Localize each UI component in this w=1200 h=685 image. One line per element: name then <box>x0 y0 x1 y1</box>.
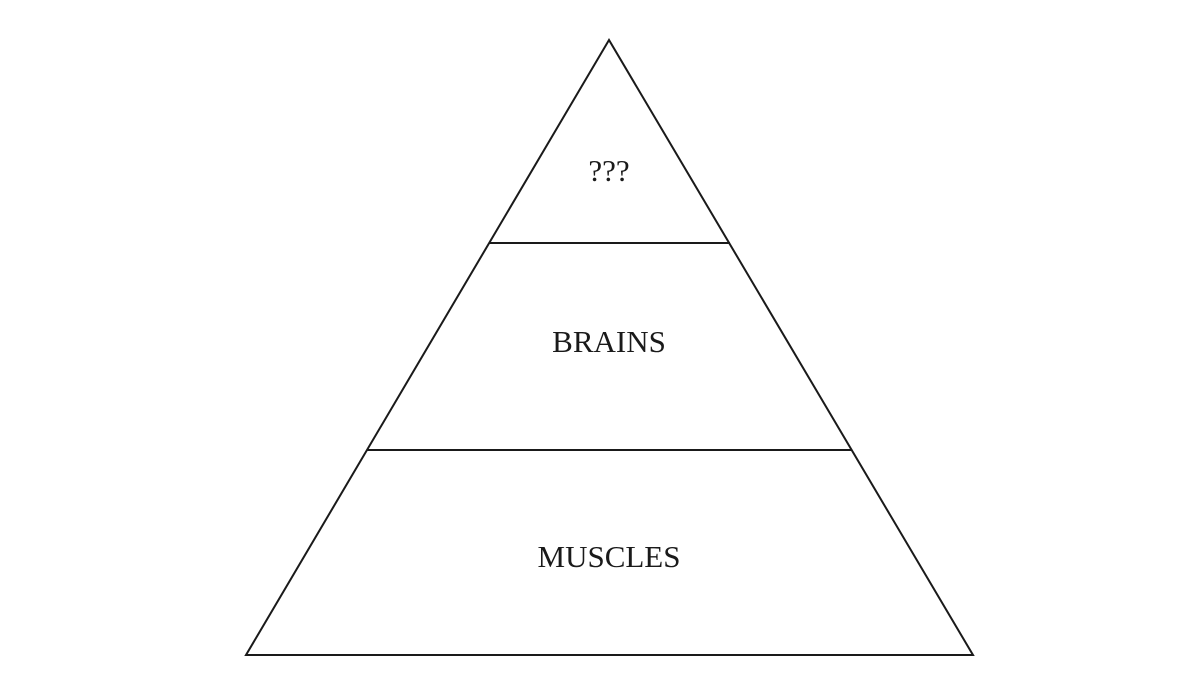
bottom-tier-label: MUSCLES <box>538 539 681 574</box>
top-tier-label: ??? <box>588 153 629 188</box>
pyramid-outline <box>244 38 975 656</box>
middle-tier-label: BRAINS <box>552 324 666 359</box>
